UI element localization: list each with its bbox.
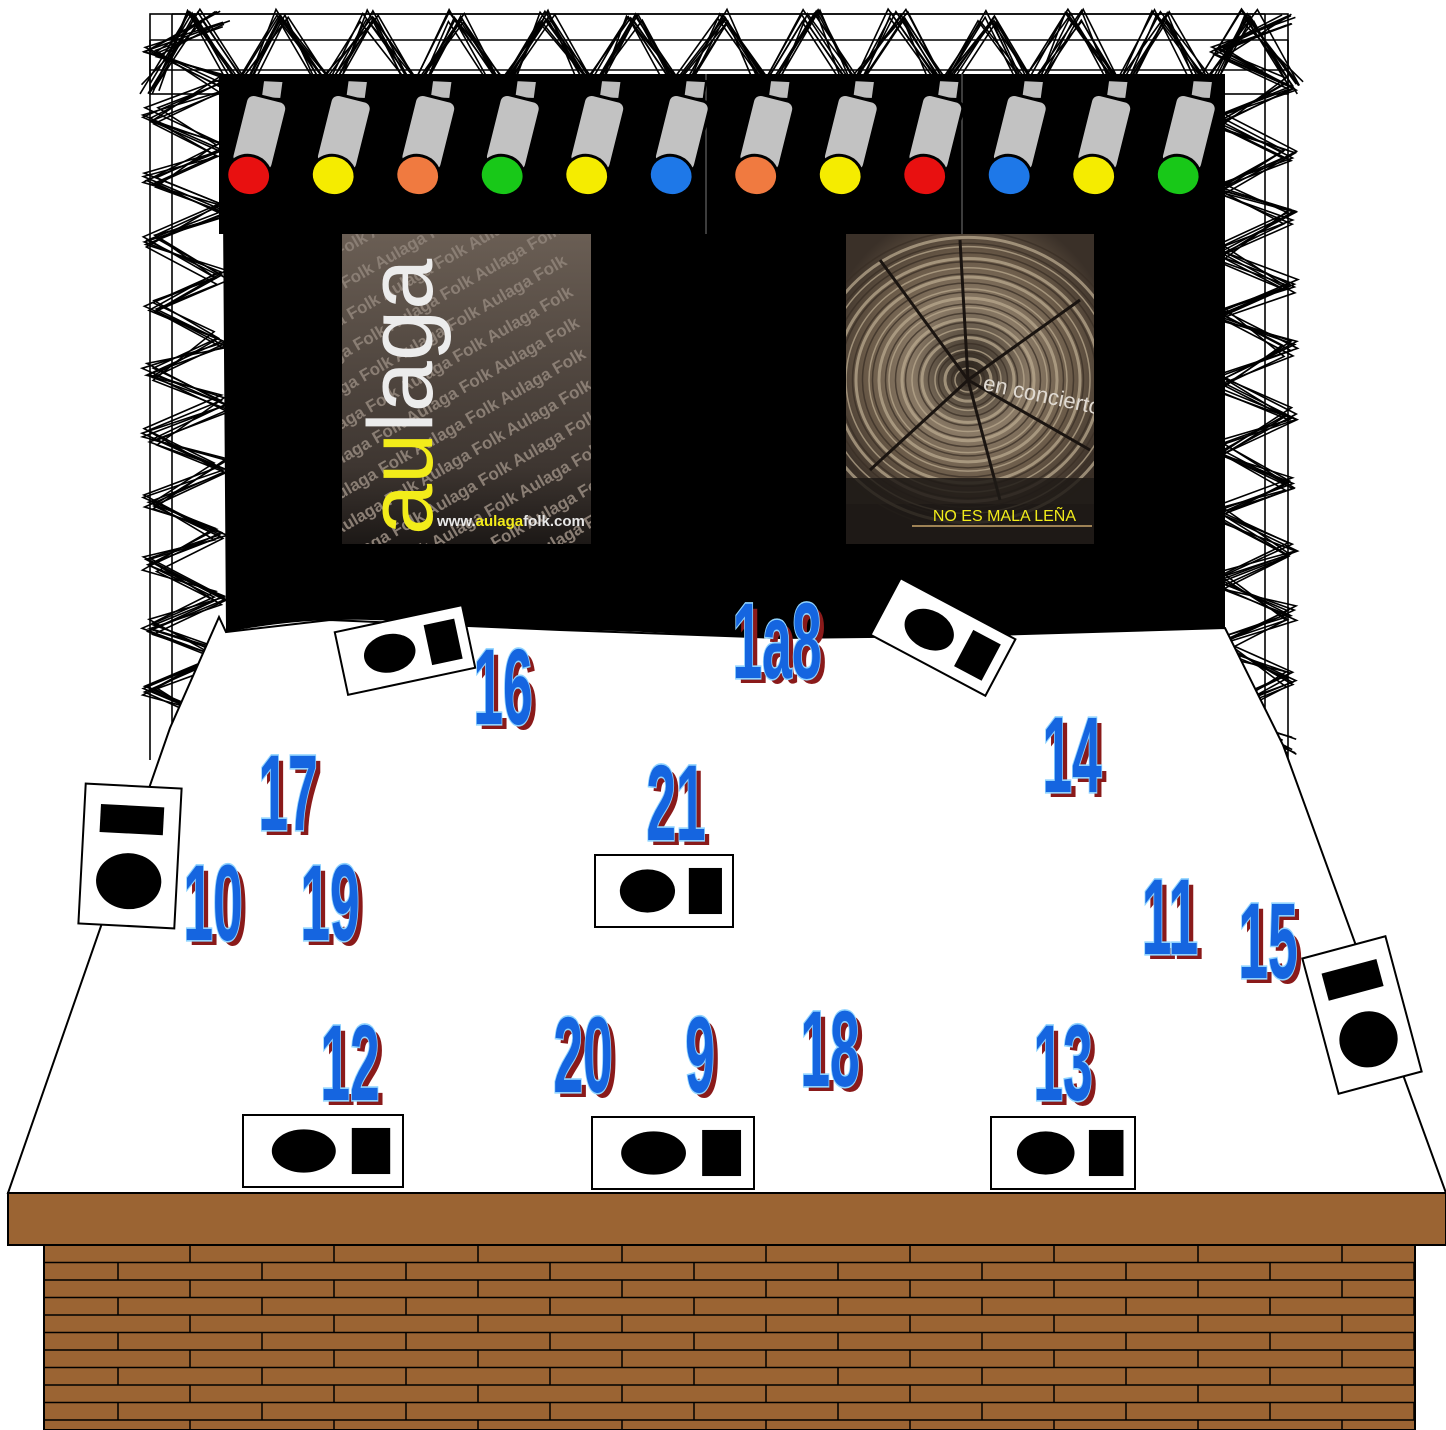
position-18: 1818 [800, 988, 864, 1113]
position-number: 21 [646, 742, 705, 862]
light-bar [219, 74, 1225, 234]
position-number: 15 [1238, 880, 1297, 1000]
position-17: 1717 [258, 732, 322, 857]
woofer-icon [272, 1129, 336, 1172]
woofer-icon [620, 869, 675, 912]
position-11: 1111 [1142, 856, 1203, 981]
tweeter-icon [100, 804, 165, 835]
poster-title: NO ES MALA LEÑA [933, 505, 1076, 525]
position-number: 9 [685, 994, 715, 1114]
concert-poster: en concierto NO ES MALA LEÑA [807, 231, 1130, 544]
stage-edge [8, 1193, 1446, 1245]
position-19: 1919 [300, 842, 364, 967]
tweeter-icon [352, 1128, 390, 1174]
banner-title: aulaga [350, 258, 452, 535]
tweeter-icon [689, 868, 722, 914]
position-number: 20 [553, 994, 612, 1114]
tweeter-icon [702, 1130, 741, 1176]
woofer-icon [621, 1131, 686, 1174]
spotlight-row [219, 73, 1225, 234]
position-number: 18 [800, 988, 859, 1108]
tweeter-icon [1089, 1130, 1124, 1176]
position-number: 12 [320, 1002, 379, 1122]
position-number: 11 [1142, 856, 1198, 976]
monitor-speaker [78, 784, 181, 929]
position-number: 16 [473, 626, 532, 746]
position-number: 13 [1033, 1002, 1092, 1122]
position-9: 99 [685, 994, 720, 1119]
banner-url: www.aulagafolk.com [436, 513, 585, 530]
position-number: 17 [258, 732, 317, 852]
position-number: 14 [1042, 694, 1101, 814]
woofer-icon [1017, 1131, 1075, 1174]
position-number: 10 [183, 842, 242, 962]
position-number: 19 [300, 842, 359, 962]
monitor-speaker [592, 1117, 754, 1189]
position-number: 1a8 [733, 580, 822, 700]
